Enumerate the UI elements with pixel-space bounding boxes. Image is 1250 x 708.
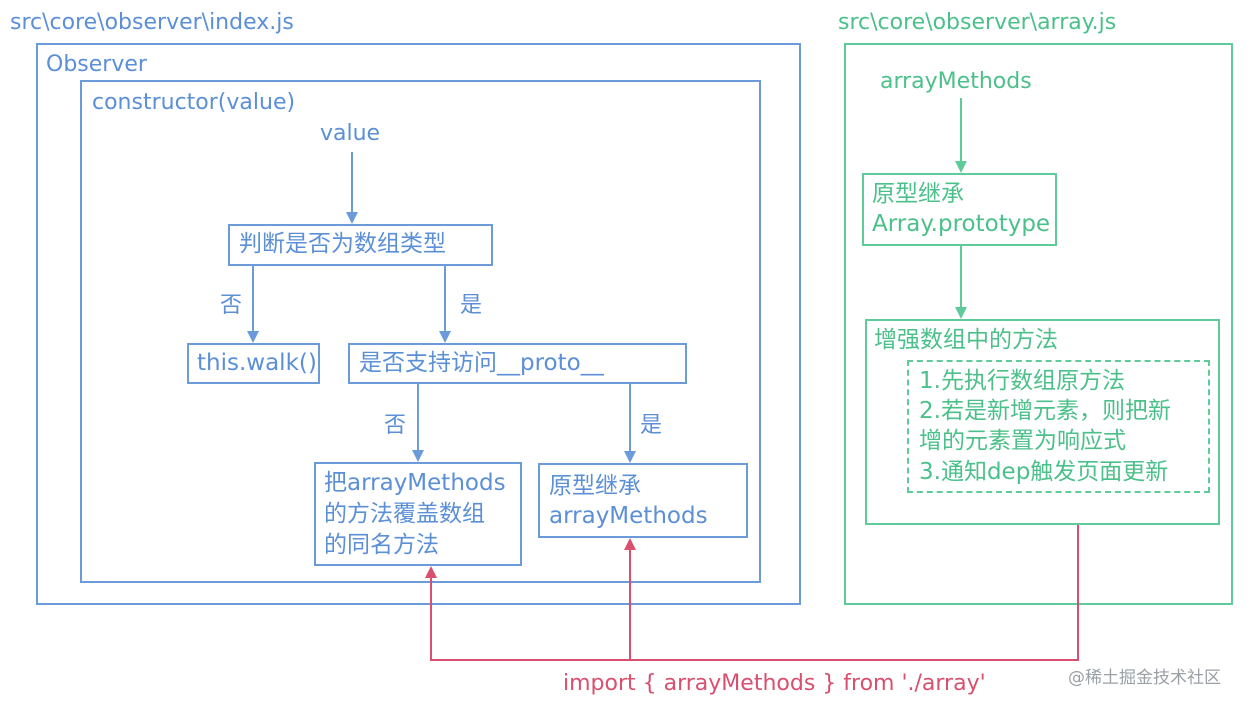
- no-label-2: 否: [384, 413, 407, 438]
- array-methods-label: arrayMethods: [880, 69, 1032, 94]
- inherit-array-line1: 原型继承: [872, 181, 964, 207]
- import-statement: import { arrayMethods } from './array': [563, 671, 986, 696]
- arrowhead-methods-to-inherit: [955, 161, 967, 173]
- proto-inherit-box: [538, 463, 748, 538]
- walk-label: this.walk(): [197, 350, 317, 376]
- no-label-1: 否: [220, 293, 243, 318]
- arrowhead-value-to-check: [346, 212, 358, 224]
- override-line1: 把arrayMethods: [324, 470, 506, 496]
- array-file-box: [844, 43, 1233, 605]
- arrowhead-inherit-to-enhance: [955, 307, 967, 319]
- check-array-box: [228, 224, 493, 266]
- proto-inherit-line1: 原型继承: [549, 473, 641, 499]
- check-array-label: 判断是否为数组类型: [239, 231, 446, 257]
- check-proto-box: [348, 343, 687, 384]
- arrowhead-check-to-walk: [247, 331, 259, 343]
- enhance-step1: 1.先执行数组原方法: [919, 368, 1125, 394]
- left-file-label: src\core\observer\index.js: [10, 10, 294, 35]
- value-label: value: [320, 121, 381, 146]
- yes-label-2: 是: [640, 413, 663, 438]
- enhance-step2b: 增的元素置为响应式: [919, 428, 1126, 454]
- arrowhead-check-to-proto: [439, 331, 451, 343]
- walk-box: [187, 343, 320, 384]
- inherit-array-box: [862, 173, 1057, 246]
- arrowhead-proto-to-override: [412, 450, 424, 462]
- right-file-label: src\core\observer\array.js: [838, 10, 1117, 35]
- arrowhead-import-override: [425, 566, 437, 578]
- override-line2: 的方法覆盖数组: [324, 501, 485, 527]
- enhance-steps-box: [907, 360, 1210, 493]
- enhance-step3: 3.通知dep触发页面更新: [919, 459, 1169, 485]
- arrowhead-proto-to-inherit: [624, 451, 636, 463]
- observer-label: Observer: [46, 52, 147, 77]
- constructor-label: constructor(value): [92, 90, 296, 115]
- proto-inherit-line2: arrayMethods: [549, 503, 708, 529]
- override-box: [314, 462, 522, 566]
- constructor-box: [80, 80, 761, 583]
- enhance-step2a: 2.若是新增元素，则把新: [919, 398, 1171, 424]
- enhance-title: 增强数组中的方法: [874, 327, 1058, 353]
- observer-box: [36, 43, 801, 605]
- yes-label-1: 是: [460, 293, 483, 318]
- enhance-box: [865, 319, 1220, 525]
- arrowhead-import-inherit: [624, 538, 636, 550]
- watermark: @稀土掘金技术社区: [1068, 668, 1221, 688]
- check-proto-label: 是否支持访问__proto__: [359, 350, 604, 376]
- inherit-array-line2: Array.prototype: [872, 211, 1051, 237]
- override-line3: 的同名方法: [324, 532, 439, 558]
- import-connector: [430, 525, 1079, 661]
